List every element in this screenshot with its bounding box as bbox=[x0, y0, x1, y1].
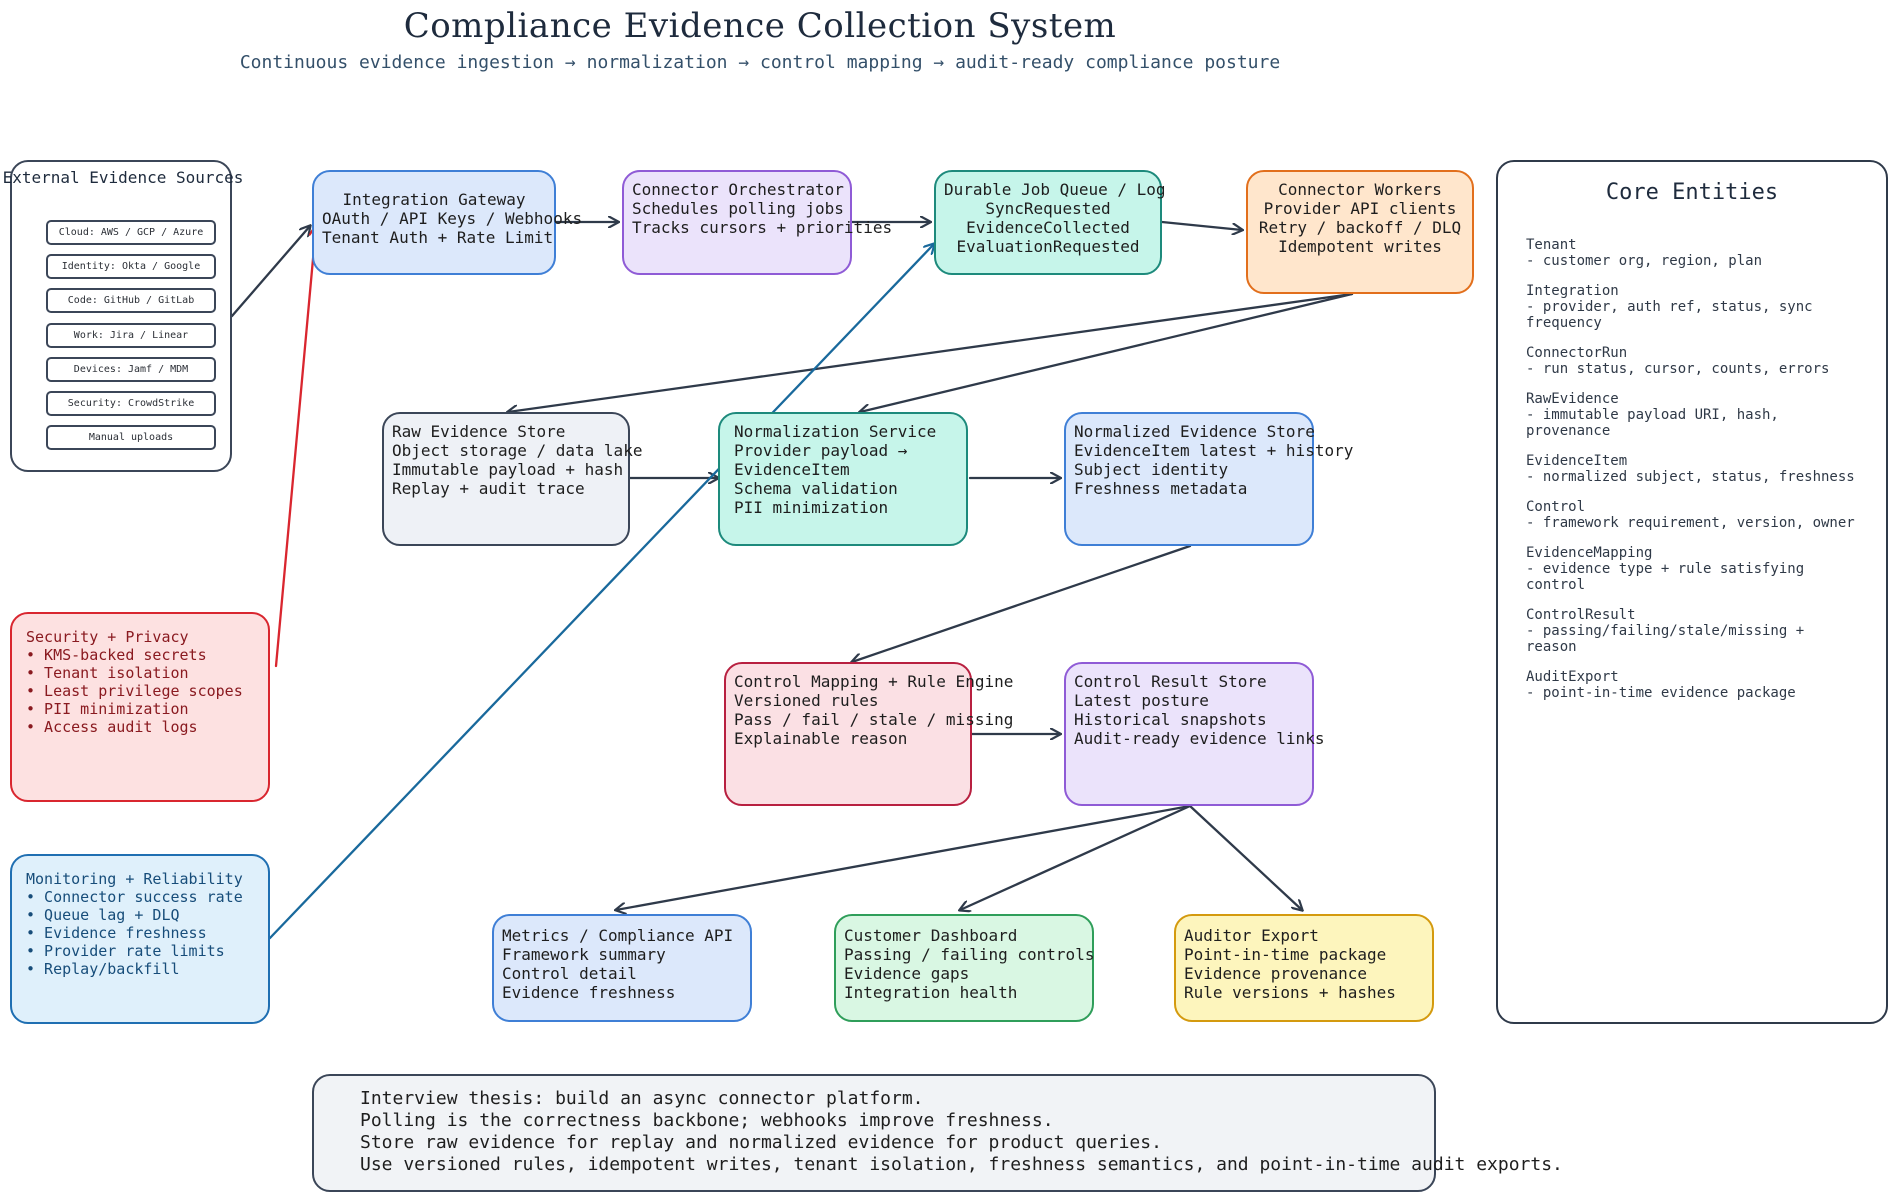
integration-gateway-node: Integration Gateway OAuth / API Keys / W… bbox=[312, 170, 582, 275]
source-item: Code: GitHub / GitLab bbox=[46, 288, 216, 313]
arrow-workers-to-raw-store bbox=[508, 292, 1354, 412]
source-item: Security: CrowdStrike bbox=[46, 391, 216, 416]
arrow-sources-to-gateway bbox=[230, 226, 310, 318]
job-queue-node: Durable Job Queue / Log SyncRequested Ev… bbox=[934, 170, 1166, 275]
monitoring-title: Monitoring + Reliability bbox=[26, 870, 243, 888]
entity-description: - customer org, region, plan bbox=[1526, 253, 1763, 269]
entity-name: ConnectorRun bbox=[1526, 345, 1628, 361]
page-title: Compliance Evidence Collection System bbox=[403, 6, 1117, 46]
entity-name: EvidenceItem bbox=[1526, 453, 1628, 469]
arrow-monitoring-to-queue bbox=[268, 244, 934, 940]
control-result-store-node: Control Result Store Latest posture Hist… bbox=[1064, 662, 1324, 806]
arrow-security-to-gateway bbox=[274, 226, 316, 668]
page-subtitle: Continuous evidence ingestion → normaliz… bbox=[239, 52, 1281, 73]
monitoring-item: • Connector success rate bbox=[26, 888, 243, 906]
security-title: Security + Privacy bbox=[26, 628, 189, 646]
monitoring-item: • Queue lag + DLQ bbox=[26, 906, 180, 924]
rule-engine-node: Control Mapping + Rule Engine Versioned … bbox=[724, 662, 1013, 806]
security-item: • Access audit logs bbox=[26, 718, 198, 736]
core-entities-title: Core Entities bbox=[1605, 180, 1779, 205]
normalized-evidence-store-node: Normalized Evidence Store EvidenceItem l… bbox=[1064, 412, 1353, 546]
interview-thesis-note: Interview thesis: build an async connect… bbox=[312, 1074, 1563, 1192]
entity-description: - normalized subject, status, freshness bbox=[1526, 469, 1855, 485]
entity-description: - immutable payload URI, hash, provenanc… bbox=[1526, 407, 1779, 439]
monitoring-item: • Replay/backfill bbox=[26, 960, 180, 978]
entity-name: Control bbox=[1526, 499, 1586, 515]
entity-name: ControlResult bbox=[1526, 607, 1636, 623]
security-item: • Least privilege scopes bbox=[26, 682, 243, 700]
entity-name: AuditExport bbox=[1526, 669, 1619, 685]
source-item: Cloud: AWS / GCP / Azure bbox=[46, 220, 216, 245]
entity-description: - framework requirement, version, owner bbox=[1526, 515, 1855, 531]
arrow-result-to-metrics-api bbox=[616, 804, 1192, 910]
entity-description: - evidence type + rule satisfying contro… bbox=[1526, 561, 1805, 593]
entity-description: - provider, auth ref, status, sync frequ… bbox=[1526, 299, 1813, 331]
normalization-service-node: Normalization Service Provider payload →… bbox=[718, 412, 968, 546]
arrow-result-to-auditor-export bbox=[1188, 804, 1302, 910]
core-entities-panel: Core Entities Tenant - customer org, reg… bbox=[1496, 160, 1888, 1024]
security-item: • KMS-backed secrets bbox=[26, 646, 207, 664]
entity-description: - run status, cursor, counts, errors bbox=[1526, 361, 1830, 377]
security-item: • Tenant isolation bbox=[26, 664, 189, 682]
arrow-normalized-to-rule-engine bbox=[852, 544, 1192, 662]
arrow-queue-to-workers bbox=[1160, 220, 1242, 230]
entity-name: RawEvidence bbox=[1526, 391, 1619, 407]
entity-name: Tenant bbox=[1526, 237, 1577, 253]
monitoring-item: • Provider rate limits bbox=[26, 942, 225, 960]
security-privacy-panel: Security + Privacy • KMS-backed secrets … bbox=[10, 612, 270, 802]
entity-description: - passing/failing/stale/missing + reason bbox=[1526, 623, 1805, 655]
metrics-api-node: Metrics / Compliance API Framework summa… bbox=[492, 914, 752, 1022]
arrow-workers-to-normalization bbox=[860, 292, 1354, 412]
entity-name: EvidenceMapping bbox=[1526, 545, 1653, 561]
connector-workers-node: Connector Workers Provider API clients R… bbox=[1246, 170, 1474, 294]
entity-name: Integration bbox=[1526, 283, 1619, 299]
external-sources-title: External Evidence Sources bbox=[2, 168, 244, 187]
security-item: • PII minimization bbox=[26, 700, 189, 718]
connector-orchestrator-node: Connector Orchestrator Schedules polling… bbox=[622, 170, 892, 275]
auditor-export-node: Auditor Export Point-in-time package Evi… bbox=[1174, 914, 1434, 1022]
source-item: Devices: Jamf / MDM bbox=[46, 357, 216, 382]
monitoring-reliability-panel: Monitoring + Reliability • Connector suc… bbox=[10, 854, 270, 1024]
monitoring-item: • Evidence freshness bbox=[26, 924, 207, 942]
entity-description: - point-in-time evidence package bbox=[1526, 685, 1796, 701]
source-item: Identity: Okta / Google bbox=[46, 254, 216, 279]
arrow-result-to-dashboard bbox=[960, 804, 1192, 910]
customer-dashboard-node: Customer Dashboard Passing / failing con… bbox=[834, 914, 1094, 1022]
source-item: Work: Jira / Linear bbox=[46, 323, 216, 348]
external-sources-panel: External Evidence Sources Cloud: AWS / G… bbox=[3, 160, 243, 472]
raw-evidence-store-node: Raw Evidence Store Object storage / data… bbox=[382, 412, 642, 546]
source-item: Manual uploads bbox=[46, 425, 216, 450]
